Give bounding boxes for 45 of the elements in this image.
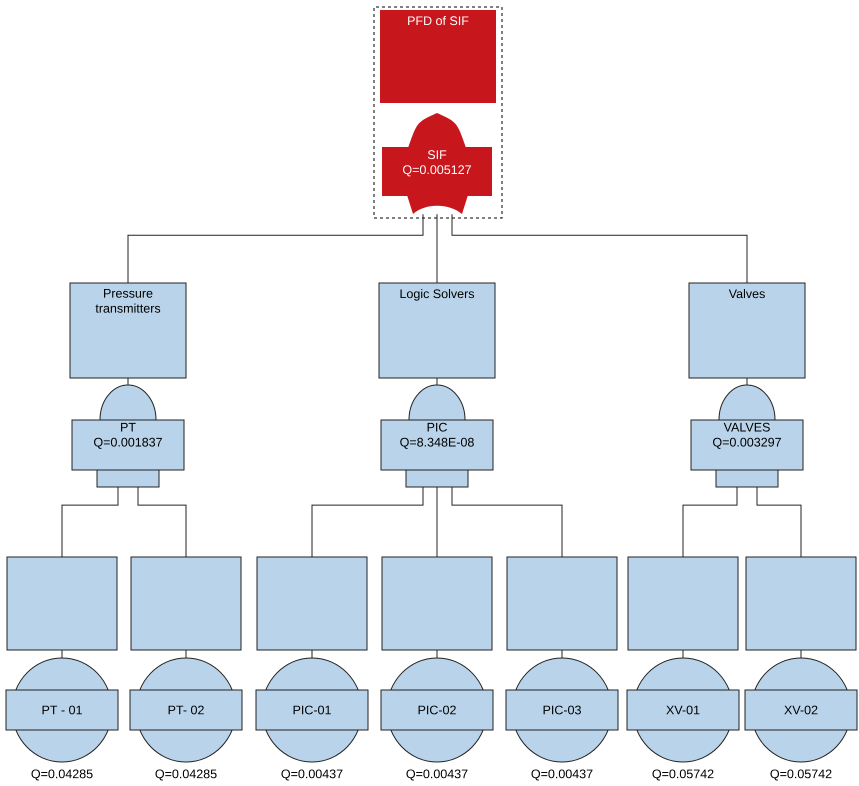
connector-line [756, 486, 802, 557]
connector-line [436, 650, 438, 658]
connector-line [138, 486, 186, 557]
connector-line [746, 378, 748, 386]
and-gate: VALVES Q=0.003297 [690, 384, 804, 488]
basic-event: XV-02 [744, 657, 858, 762]
connector-line [436, 214, 438, 283]
basic-event: PT- 02 [130, 657, 242, 762]
and-gate: PT Q=0.001837 [72, 384, 184, 488]
event-box [382, 556, 492, 650]
and-gate: PIC Q=8.348E-08 [380, 384, 494, 488]
probability-label: Q=0.04285 [156, 769, 217, 781]
basic-event: PIC-03 [506, 657, 618, 762]
connector-line [62, 486, 118, 557]
event-box: PFD of SIF [380, 10, 496, 103]
connector-line [436, 378, 438, 386]
basic-event: XV-01 [626, 657, 740, 762]
basic-event: PIC-02 [380, 657, 494, 762]
connector-line [452, 486, 562, 557]
dashed-frame [374, 6, 502, 218]
connector-line [128, 214, 424, 283]
event-box [746, 556, 856, 650]
event-box [6, 556, 118, 650]
event-box: Valves [688, 282, 806, 378]
probability-label: Q=0.04285 [32, 769, 93, 781]
basic-event: PIC-01 [256, 657, 368, 762]
probability-label: Q=0.00437 [282, 769, 342, 781]
probability-label: Q=0.00437 [406, 769, 468, 781]
probability-label: Q=0.00437 [532, 769, 592, 781]
basic-event: PT - 01 [6, 657, 118, 762]
connector-line [452, 214, 748, 283]
connector-line [312, 486, 424, 557]
connector-line [436, 486, 438, 557]
probability-label: Q=0.05742 [770, 769, 832, 781]
probability-label: Q=0.05742 [652, 769, 714, 781]
connector-line [682, 486, 738, 557]
or-gate: SIF Q=0.005127 [382, 112, 492, 214]
event-box: Logic Solvers [378, 282, 496, 378]
event-box [506, 556, 618, 650]
connector-line [800, 650, 802, 658]
event-box [130, 556, 242, 650]
event-box [256, 556, 368, 650]
event-box: Pressure transmitters [70, 282, 186, 378]
connector-line [682, 650, 684, 658]
event-box [628, 556, 738, 650]
